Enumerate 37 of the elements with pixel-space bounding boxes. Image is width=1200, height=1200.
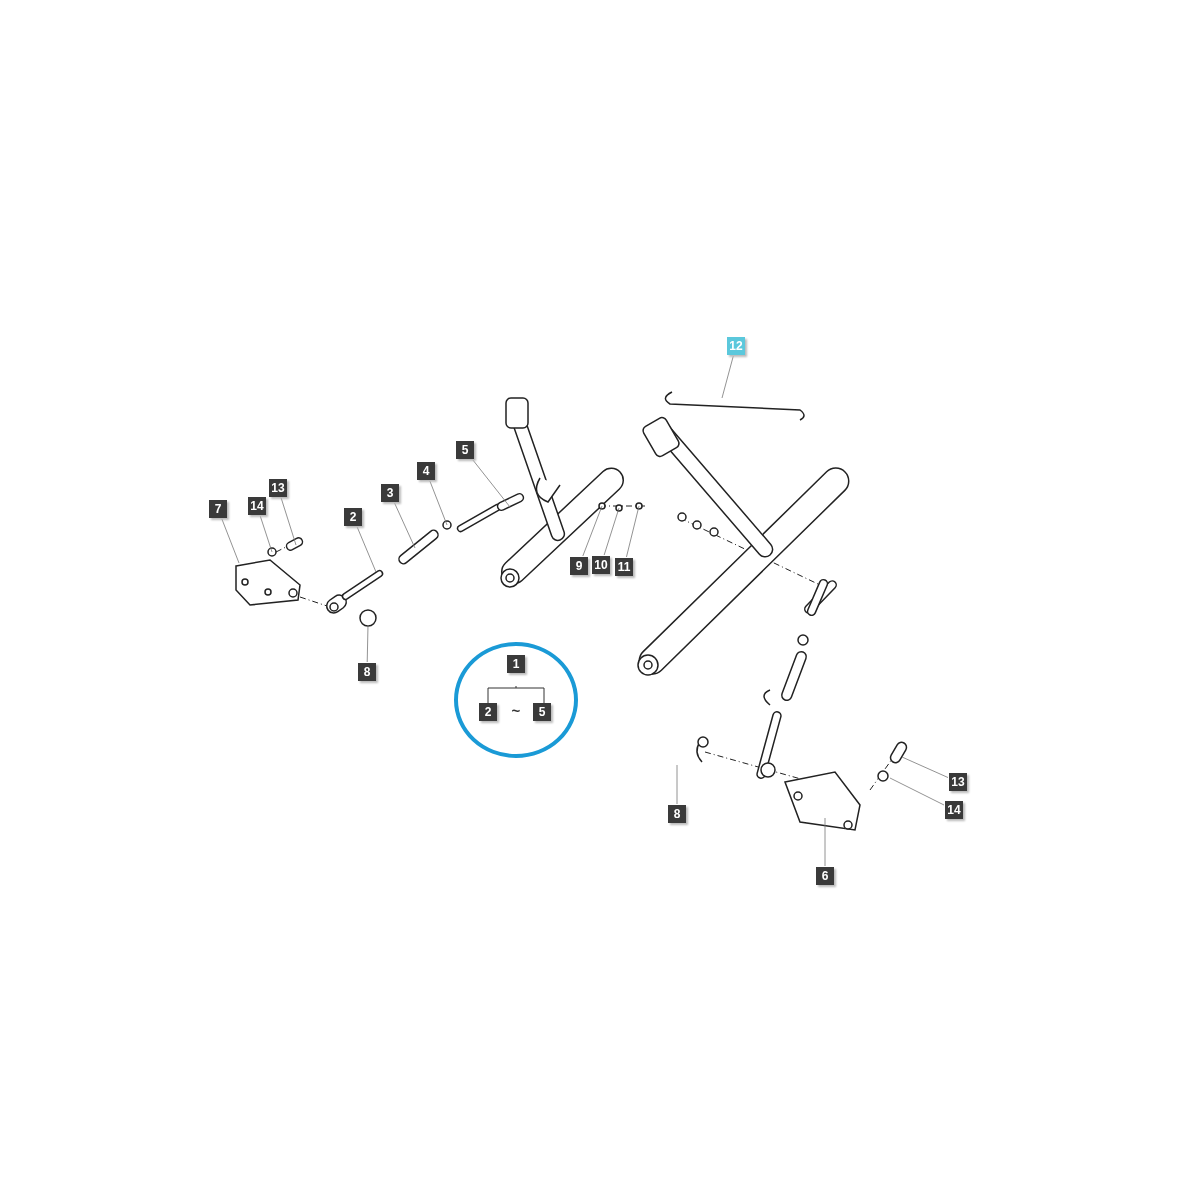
leader-line — [221, 518, 240, 564]
leader-line — [721, 355, 734, 399]
leader-line — [901, 756, 949, 778]
callout-number: 4 — [417, 462, 435, 480]
callout-number: 1 — [507, 655, 525, 673]
leader-line — [259, 515, 273, 553]
callout-number: 12 — [727, 337, 745, 355]
leader-line — [603, 507, 620, 556]
callout-number: 11 — [615, 558, 633, 576]
leader-line — [280, 497, 297, 546]
leader-line — [582, 505, 603, 557]
callout-number: 8 — [668, 805, 686, 823]
leader-line — [356, 526, 377, 573]
callout-number: 8 — [358, 663, 376, 681]
leader-line — [429, 480, 448, 526]
leader-line — [366, 624, 369, 663]
callout-number: 13 — [949, 773, 967, 791]
leader-line — [824, 817, 826, 867]
callout-number: 13 — [269, 479, 287, 497]
leader-line — [626, 505, 640, 558]
callout-number: 2 — [479, 703, 497, 721]
range-symbol: ~ — [510, 702, 522, 719]
leader-line — [676, 764, 678, 805]
highlight-circle — [454, 642, 578, 758]
leader-line — [394, 502, 416, 549]
callout-number: 3 — [381, 484, 399, 502]
callout-number: 5 — [533, 703, 551, 721]
callout-number: 5 — [456, 441, 474, 459]
callout-number: 14 — [945, 801, 963, 819]
callout-number: 9 — [570, 557, 588, 575]
callout-number: 7 — [209, 500, 227, 518]
leader-line — [472, 459, 511, 508]
callout-number: 10 — [592, 556, 610, 574]
callout-number: 14 — [248, 497, 266, 515]
leader-line — [889, 777, 945, 806]
callout-number: 6 — [816, 867, 834, 885]
callout-number: 2 — [344, 508, 362, 526]
